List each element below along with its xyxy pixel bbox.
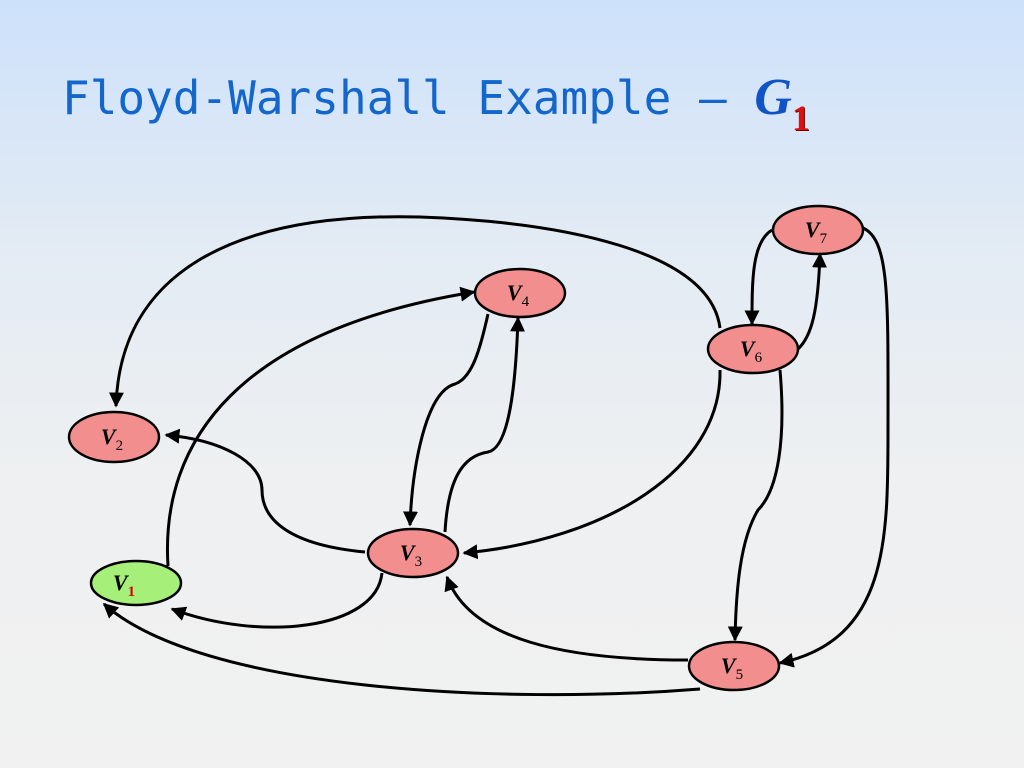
svg-text:V6: V6 xyxy=(740,336,763,366)
svg-text:V2: V2 xyxy=(101,424,123,454)
edge-v7-v5 xyxy=(778,226,890,668)
node-v7: V7 xyxy=(771,204,865,256)
svg-text:V4: V4 xyxy=(507,280,530,310)
edge-v3-v2 xyxy=(164,428,366,554)
edge-v6-v2 xyxy=(108,215,722,408)
svg-text:V3: V3 xyxy=(400,540,422,570)
edge-v4-v3 xyxy=(402,313,490,527)
edge-v6-v7 xyxy=(796,252,828,351)
graph-subscript: 1 xyxy=(791,98,810,138)
svg-text:V5: V5 xyxy=(721,653,743,683)
title-text: Floyd-Warshall Example – xyxy=(62,71,755,125)
svg-text:V7: V7 xyxy=(805,217,828,247)
edge-v7-v6 xyxy=(744,228,773,326)
edge-v1-v4 xyxy=(165,286,476,567)
edge-v6-v3 xyxy=(462,369,722,560)
node-v4: V4 xyxy=(473,267,567,319)
edge-v3-v1 xyxy=(170,572,384,629)
edge-v5-v3 xyxy=(444,575,689,662)
edge-v3-v4 xyxy=(443,316,526,533)
edge-v5-v1 xyxy=(102,602,701,697)
node-v5: V5 xyxy=(687,640,781,692)
node-v6: V6 xyxy=(706,323,800,375)
node-v1: V1 xyxy=(89,559,183,607)
svg-text:V1: V1 xyxy=(113,570,135,600)
node-v3: V3 xyxy=(366,527,460,579)
graph-name: G xyxy=(754,69,792,126)
slide-title: Floyd-Warshall Example – G1 xyxy=(62,66,810,138)
node-v2: V2 xyxy=(67,410,161,464)
edge-v6-v5 xyxy=(727,369,784,642)
